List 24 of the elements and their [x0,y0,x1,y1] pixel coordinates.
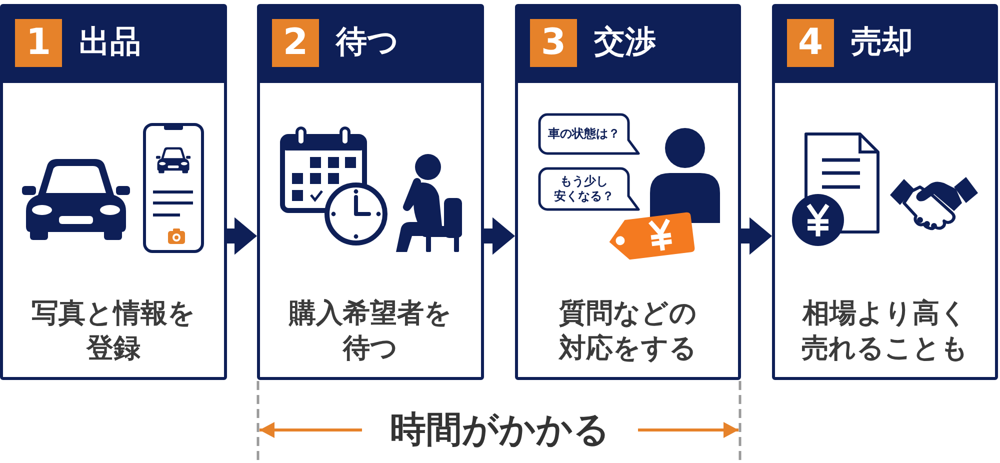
number-badge: 3 [530,19,577,67]
step-description: 購入希望者を待つ [288,297,453,366]
number-badge: 2 [272,19,319,67]
arrow [741,217,772,255]
number-badge: 4 [787,19,834,67]
step-title: 売却 [851,25,913,61]
step-panel [257,4,484,380]
step-title: 待つ [336,25,399,61]
arrow [484,217,515,255]
step-description: 相場より高く売れることも [801,297,969,366]
arrow [227,217,257,255]
bubble-text: もう少し安くなる？ [554,174,614,204]
bubble-text: 車の状態は？ [548,126,620,142]
number-badge: 1 [15,19,62,67]
step-title: 出品 [79,25,141,61]
speech-bubble [538,167,640,211]
step-panel [0,4,227,380]
step-description: 写真と情報を登録 [30,297,196,366]
step-title: 交渉 [594,25,656,61]
step-panel [515,4,741,380]
step-description: 質問などの対応をする [558,297,698,366]
duration-label: 時間がかかる [390,408,610,452]
speech-bubble [538,113,640,155]
step-panel [772,4,998,380]
